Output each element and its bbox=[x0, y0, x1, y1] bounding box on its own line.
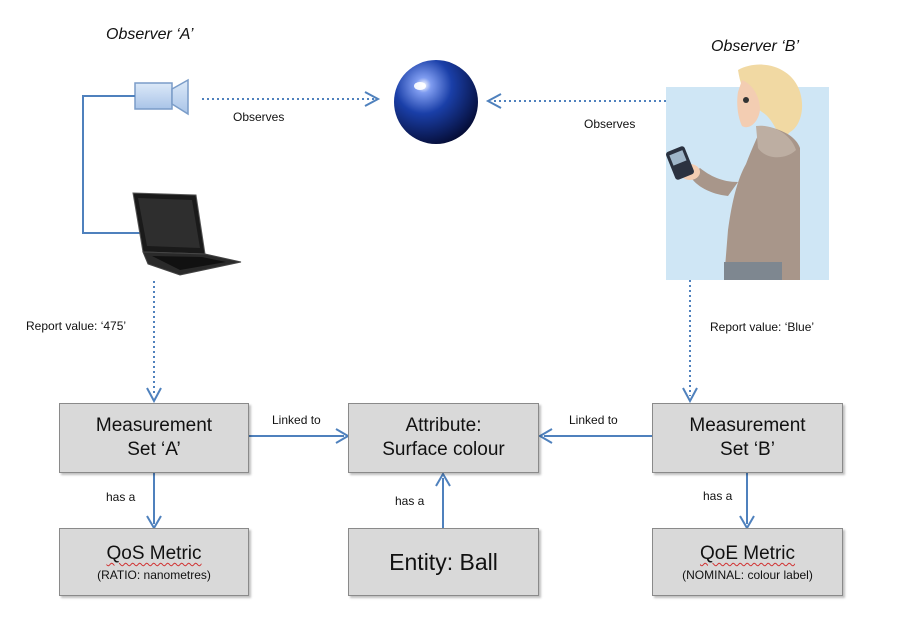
camera-icon bbox=[134, 78, 189, 116]
has-a-label-left: has a bbox=[106, 490, 136, 504]
qoe-metric-box: QoE Metric (NOMINAL: colour label) bbox=[652, 528, 843, 596]
qos-metric-title: QoS Metric bbox=[106, 543, 202, 564]
report-arrow-a bbox=[146, 281, 162, 404]
qoe-metric-sub: (NOMINAL: colour label) bbox=[682, 568, 813, 582]
observes-arrow-b bbox=[485, 93, 666, 109]
observer-b-photo bbox=[666, 64, 829, 280]
linked-label-a: Linked to bbox=[272, 413, 321, 427]
observes-label-a: Observes bbox=[233, 110, 285, 124]
report-label-a: Report value: ‘475’ bbox=[26, 319, 127, 333]
camera-laptop-connector bbox=[82, 95, 140, 234]
observer-a-title: Observer ‘A’ bbox=[106, 26, 194, 43]
linked-label-b: Linked to bbox=[569, 413, 618, 427]
entity-ball-box: Entity: Ball bbox=[348, 528, 539, 596]
measurement-set-a-line2: Set ‘A’ bbox=[127, 439, 181, 460]
linked-arrow-a bbox=[249, 428, 350, 444]
laptop-icon bbox=[132, 192, 242, 276]
measurement-set-a-box: Measurement Set ‘A’ bbox=[59, 403, 249, 473]
observes-label-b: Observes bbox=[584, 117, 636, 131]
has-a-arrow-center bbox=[435, 472, 451, 528]
measurement-set-b-box: Measurement Set ‘B’ bbox=[652, 403, 843, 473]
entity-ball-title: Entity: Ball bbox=[389, 549, 498, 575]
measurement-set-b-line2: Set ‘B’ bbox=[720, 439, 775, 460]
ball-image bbox=[394, 60, 478, 144]
qos-metric-box: QoS Metric (RATIO: nanometres) bbox=[59, 528, 249, 596]
observer-b-title: Observer ‘B’ bbox=[711, 38, 800, 55]
measurement-set-b-line1: Measurement bbox=[689, 415, 806, 436]
has-a-label-right: has a bbox=[703, 489, 733, 503]
attribute-box: Attribute: Surface colour bbox=[348, 403, 539, 473]
has-a-arrow-right bbox=[739, 473, 755, 530]
has-a-arrow-left bbox=[146, 473, 162, 530]
report-label-b: Report value: ‘Blue’ bbox=[710, 320, 815, 334]
linked-arrow-b bbox=[538, 428, 652, 444]
attribute-line1: Attribute: bbox=[405, 415, 482, 436]
report-arrow-b bbox=[682, 280, 698, 404]
observes-arrow-a bbox=[202, 91, 381, 107]
attribute-line2: Surface colour bbox=[382, 439, 505, 460]
measurement-set-a-line1: Measurement bbox=[95, 415, 213, 436]
qoe-metric-title: QoE Metric bbox=[699, 543, 796, 564]
has-a-label-center: has a bbox=[395, 494, 425, 508]
qos-metric-sub: (RATIO: nanometres) bbox=[97, 568, 211, 582]
